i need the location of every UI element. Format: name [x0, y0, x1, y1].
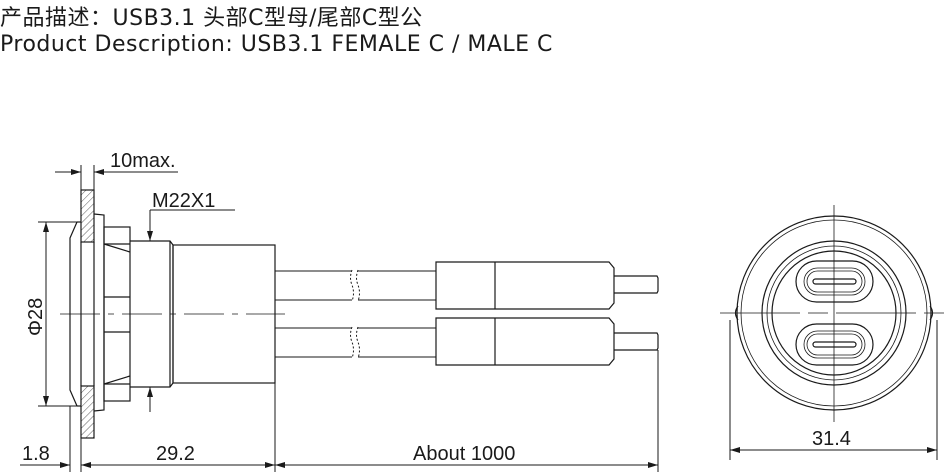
nut	[93, 213, 131, 412]
title-english: Product Description: USB3.1 FEMALE C / M…	[0, 32, 553, 57]
usb-c-port-bottom	[795, 323, 874, 366]
side-view	[60, 189, 659, 439]
outer-diameter-label: 31.4	[812, 428, 851, 450]
usb-c-plug-top	[435, 261, 659, 310]
cable-length-label: About 1000	[413, 443, 515, 465]
thread-label: M22X1	[152, 190, 215, 212]
dimensions-front	[729, 320, 938, 460]
front-view	[720, 205, 948, 422]
usb-c-plug-bottom	[435, 317, 659, 366]
usb-c-port-top	[795, 260, 874, 303]
flange-thickness-label: 1.8	[22, 443, 50, 465]
dimensions-side	[20, 165, 659, 472]
cable-top	[275, 269, 436, 302]
body-length-label: 29.2	[156, 443, 195, 465]
title-chinese: 产品描述：USB3.1 头部C型母/尾部C型公	[0, 6, 423, 31]
panel-thickness-label: 10max.	[110, 150, 176, 172]
diameter-label: Φ28	[25, 298, 47, 336]
cable-bottom	[275, 326, 436, 359]
